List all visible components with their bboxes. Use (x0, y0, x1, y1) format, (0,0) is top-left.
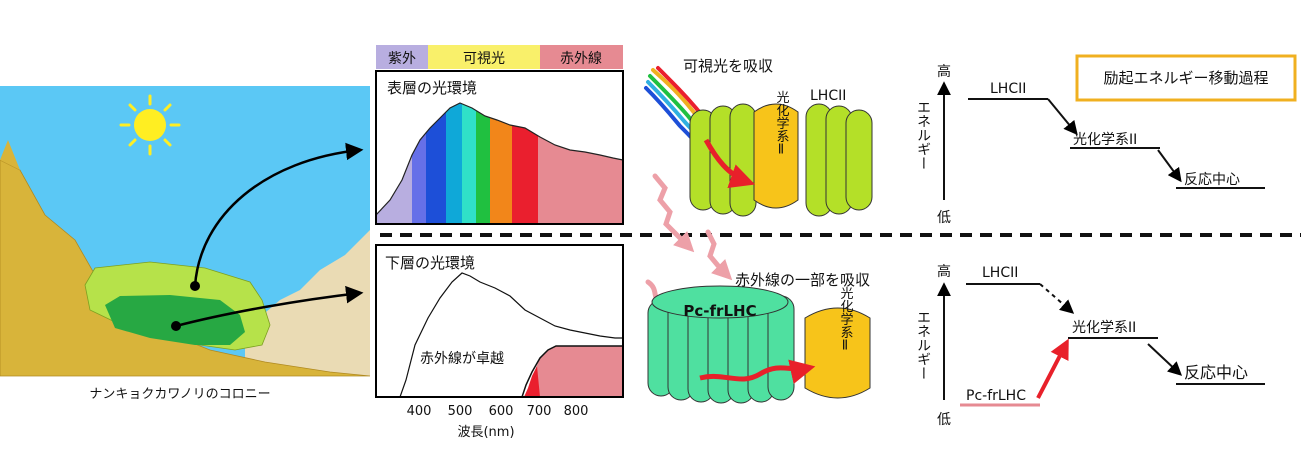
lower-red-fill (524, 366, 540, 397)
bottom-low-label: 低 (937, 412, 951, 428)
tick-600: 600 (489, 404, 514, 419)
surface-panel-frame (375, 70, 624, 225)
wavelength-axis: 400 500 600 700 800 波長(nm) (407, 404, 589, 440)
cliff-top-ridge (0, 140, 20, 170)
surface-photosystem-label: 光化学系Ⅱ (774, 91, 790, 158)
landscape-illustration: ナンキョクカワノリのコロニー (0, 86, 371, 402)
energy-diagram-top: 高 低 エネルギー LHCII 光化学系II 反応中心 (915, 63, 1265, 226)
lower-absorb-label: 赤外線の一部を吸収 (735, 271, 870, 289)
wavelength-label: 波長(nm) (457, 425, 514, 440)
top-low-label: 低 (937, 210, 951, 226)
bottom-red-uphill-arrow (1036, 338, 1069, 399)
lower-panel-annotation: 赤外線が卓越 (420, 351, 504, 367)
lower-red-curve (521, 345, 623, 397)
surface-energy-arrow (703, 138, 756, 189)
top-arrow-2 (1157, 149, 1182, 183)
energy-diagram-bottom: 高 低 エネルギー LHCII 光化学系II 反応中心 Pc-frLHC (915, 263, 1265, 428)
spectrum-bar: 紫外 可視光 赤外線 (376, 45, 623, 69)
uv-band (376, 45, 428, 69)
top-arrow-1 (1047, 98, 1078, 136)
bottom-arrow-to-rc (1147, 343, 1183, 376)
tick-500: 500 (448, 404, 473, 419)
tick-700: 700 (527, 404, 552, 419)
lower-energy-arrow (699, 359, 816, 384)
bottom-dotted-arrow (1039, 283, 1075, 314)
top-axis-label: エネルギー (915, 100, 931, 170)
uv-label: 紫外 (388, 51, 416, 67)
bottom-axis-label: エネルギー (915, 310, 931, 380)
surface-antenna-label: LHCII (810, 88, 846, 104)
lower-ir-fill (528, 346, 623, 397)
bottom-high-label: 高 (937, 263, 951, 280)
top-label-photosystem: 光化学系II (1073, 132, 1137, 148)
lower-black-curve (399, 272, 623, 397)
lower-photosystem: 光化学系Ⅱ (804, 287, 871, 399)
ir-label: 赤外線 (560, 51, 602, 67)
bottom-label-photosystem: 光化学系II (1072, 320, 1136, 336)
tick-800: 800 (564, 404, 589, 419)
sun (119, 94, 181, 156)
bottom-label-lhcii: LHCII (982, 265, 1018, 281)
surface-absorb-label: 可視光を吸収 (683, 57, 773, 75)
lower-complex: 赤外線の一部を吸収 Pc-frLHC 光化学系Ⅱ (647, 271, 871, 404)
arrow-to-lower-panel (175, 285, 364, 328)
lower-panel-title: 下層の光環境 (385, 254, 475, 272)
lower-panel-frame (375, 244, 624, 398)
lower-antenna-label: Pc-frLHC (683, 302, 756, 320)
sand-slope (245, 255, 370, 376)
surface-complex: 可視光を吸収 光化学系Ⅱ LHCII (644, 57, 873, 217)
top-label-reaction-center: 反応中心 (1184, 172, 1240, 188)
landscape-caption: ナンキョクカワノリのコロニー (89, 387, 270, 402)
ir-band (540, 45, 623, 69)
legend-box: 励起エネルギー移動過程 (1075, 54, 1297, 102)
arrow-to-surface-panel (193, 142, 364, 287)
surface-photosystem: 光化学系Ⅱ (753, 91, 799, 209)
colony-inner (105, 295, 245, 345)
legend-label: 励起エネルギー移動過程 (1103, 69, 1268, 87)
bottom-label-frlhc: Pc-frLHC (966, 388, 1026, 404)
visible-label: 可視光 (463, 51, 505, 67)
bottom-label-reaction-center: 反応中心 (1184, 363, 1248, 382)
surface-panel-title: 表層の光環境 (387, 79, 477, 97)
lower-spectrum-panel: 下層の光環境 赤外線が卓越 (375, 244, 624, 398)
surface-spectrum-panel: 表層の光環境 (375, 70, 624, 225)
lower-photosystem-label: 光化学系Ⅱ (838, 287, 854, 354)
top-label-lhcii: LHCII (990, 81, 1026, 97)
surface-spectrum-mask (376, 71, 623, 215)
top-high-label: 高 (937, 63, 951, 80)
tick-400: 400 (407, 404, 432, 419)
surface-spectrum-curve (376, 102, 623, 216)
visible-band (428, 45, 540, 69)
